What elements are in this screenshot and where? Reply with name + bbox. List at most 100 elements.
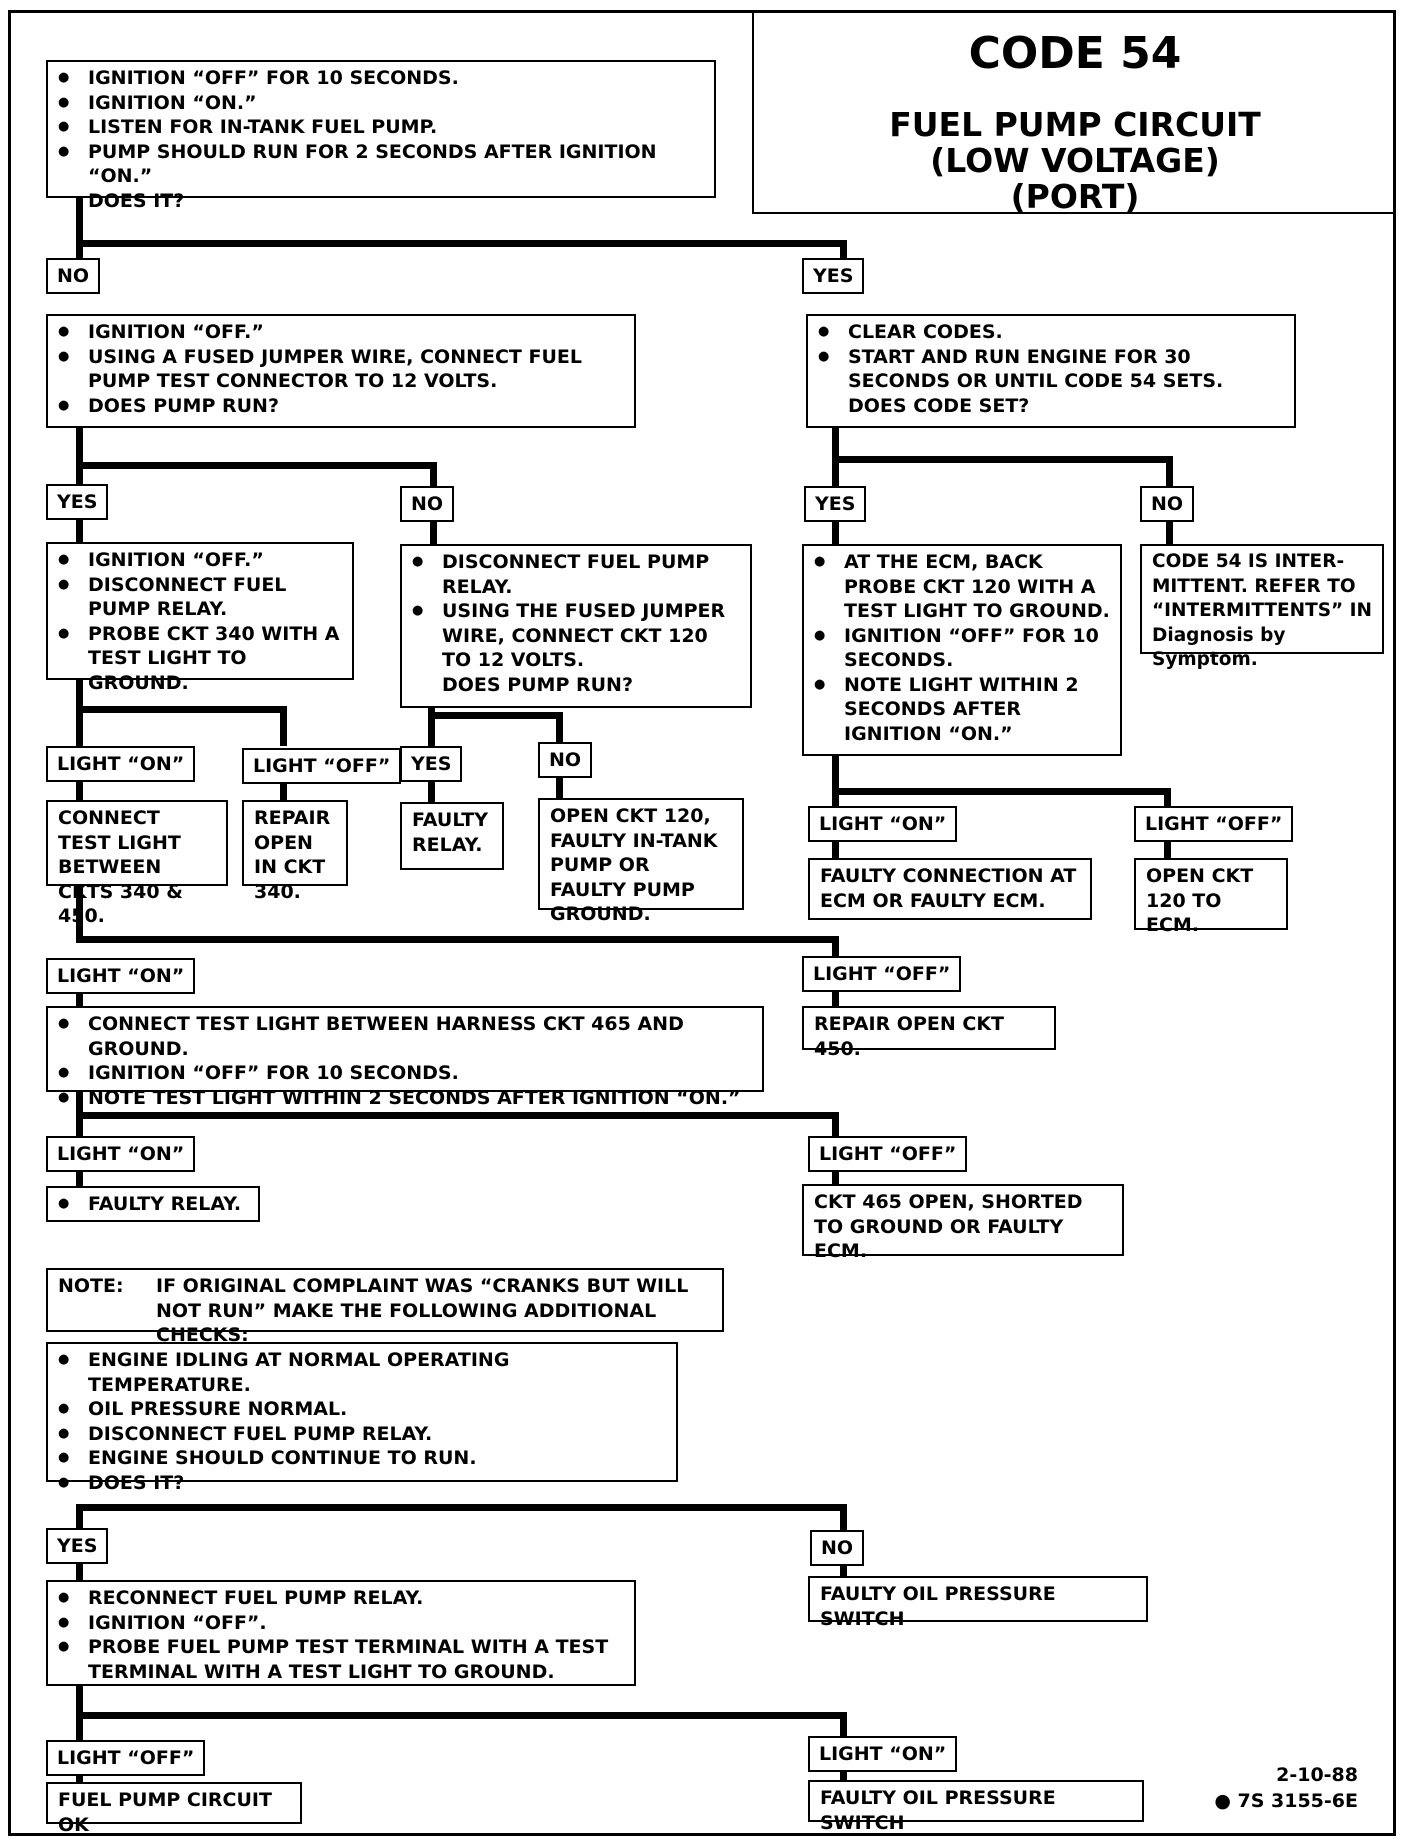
- engine-runs-no-label: NO: [810, 1530, 865, 1566]
- connector-line: [832, 988, 839, 1008]
- code-sets-no-label: NO: [1140, 486, 1195, 522]
- step-item: IGNITION “OFF” FOR 10 SECONDS.: [58, 66, 704, 91]
- note-text: IF ORIGINAL COMPLAINT WAS “CRANKS BUT WI…: [156, 1275, 689, 1346]
- connector-line: [76, 1112, 838, 1119]
- page-border: [8, 10, 1396, 1836]
- step-question: DOES PUMP RUN?: [442, 673, 633, 696]
- start-step-box: IGNITION “OFF” FOR 10 SECONDS. IGNITION …: [46, 60, 716, 212]
- step-item: CLEAR CODES.: [818, 320, 1284, 345]
- step-item: USING A FUSED JUMPER WIRE, CONNECT FUEL …: [58, 345, 624, 394]
- final-light-off-label: LIGHT “OFF”: [46, 1740, 206, 1776]
- ckt450-light-on-label: LIGHT “ON”: [46, 958, 196, 994]
- repair-ckt450-result: REPAIR OPEN CKT 450.: [802, 1006, 1056, 1060]
- step-item: CONNECT TEST LIGHT BETWEEN HARNESS CKT 4…: [58, 1012, 752, 1061]
- connector-line: [76, 428, 83, 484]
- connector-line: [76, 196, 83, 278]
- connector-line: [428, 780, 435, 802]
- connector-line: [76, 240, 846, 247]
- connector-line: [280, 780, 287, 800]
- connector-line: [1164, 842, 1171, 858]
- step-question: DOES IT?: [88, 189, 185, 212]
- step-item: AT THE ECM, BACK PROBE CKT 120 WITH A TE…: [814, 550, 1110, 624]
- connector-line: [832, 936, 839, 958]
- connector-line: [76, 1772, 83, 1784]
- note-heading: NOTE:: [58, 1275, 124, 1297]
- ckt450-light-off-label: LIGHT “OFF”: [802, 956, 962, 992]
- step-item: NOTE TEST LIGHT WITHIN 2 SECONDS AFTER I…: [58, 1086, 752, 1111]
- connector-line: [430, 462, 437, 486]
- step-item: PROBE FUEL PUMP TEST TERMINAL WITH A TES…: [58, 1635, 624, 1684]
- step-item: DOES IT?: [58, 1471, 666, 1496]
- step-item: RECONNECT FUEL PUMP RELAY.: [58, 1586, 624, 1611]
- code-sets-yes-label: YES: [804, 486, 867, 522]
- connector-line: [76, 936, 838, 943]
- fuel-pump-ok-result: FUEL PUMP CIRCUIT OK: [46, 1782, 302, 1836]
- repair-ckt340-result: REPAIR OPEN IN CKT 340.: [242, 800, 348, 903]
- connector-line: [76, 780, 83, 800]
- connector-line: [76, 988, 83, 1008]
- title-line-2: (LOW VOLTAGE): [930, 141, 1220, 180]
- clear-codes-box: CLEAR CODES. START AND RUN ENGINE FOR 30…: [806, 314, 1296, 428]
- step-question: DOES CODE SET?: [848, 394, 1030, 417]
- final-light-on-label: LIGHT “ON”: [808, 1736, 958, 1772]
- connector-line: [430, 514, 437, 544]
- connector-line: [1166, 456, 1173, 486]
- step-item: LISTEN FOR IN-TANK FUEL PUMP.: [58, 115, 704, 140]
- step-item: IGNITION “OFF” FOR 10 SECONDS.: [58, 1061, 752, 1086]
- step-item: OIL PRESSURE NORMAL.: [58, 1397, 666, 1422]
- pump-runs-yes-label: YES: [46, 484, 109, 520]
- relay-no-label: NO: [538, 742, 593, 778]
- ecm-light-off-label: LIGHT “OFF”: [1134, 806, 1294, 842]
- intermittent-result-box: CODE 54 IS INTER- MITTENT. REFER TO “INT…: [1140, 544, 1384, 670]
- yes-branch-label: YES: [802, 258, 865, 294]
- faulty-oil-switch-result-1: FAULTY OIL PRESSURE SWITCH: [808, 1576, 1148, 1630]
- footer-code: ● 7S 3155-6E: [1214, 1790, 1358, 1812]
- jumper-ckt120-box: DISCONNECT FUEL PUMP RELAY. USING THE FU…: [400, 544, 752, 708]
- connector-line: [428, 712, 562, 719]
- connector-line: [840, 1768, 847, 1782]
- step-item: PROBE CKT 340 WITH A TEST LIGHT TO GROUN…: [58, 622, 342, 696]
- pump-test-box: IGNITION “OFF.” USING A FUSED JUMPER WIR…: [46, 314, 636, 428]
- connector-line: [280, 706, 287, 746]
- step-item: FAULTY RELAY.: [58, 1192, 248, 1217]
- connector-line: [1166, 516, 1173, 546]
- reconnect-relay-box: RECONNECT FUEL PUMP RELAY. IGNITION “OFF…: [46, 1580, 636, 1686]
- step-item: ENGINE IDLING AT NORMAL OPERATING TEMPER…: [58, 1348, 666, 1397]
- connector-line: [832, 756, 839, 806]
- connect-test-light-result: CONNECT TEST LIGHT BETWEEN CKTS 340 & 45…: [46, 800, 228, 927]
- note-box: NOTE: IF ORIGINAL COMPLAINT WAS “CRANKS …: [46, 1268, 724, 1346]
- step-item: DISCONNECT FUEL PUMP RELAY.: [58, 573, 342, 622]
- step-item: IGNITION “ON.”: [58, 91, 704, 116]
- no-branch-label: NO: [46, 258, 101, 294]
- footer-date: 2-10-88: [1276, 1764, 1358, 1786]
- step-item: IGNITION “OFF.”: [58, 320, 624, 345]
- ecm-light-on-label: LIGHT “ON”: [808, 806, 958, 842]
- connector-line: [76, 514, 83, 544]
- step-item: PUMP SHOULD RUN FOR 2 SECONDS AFTER IGNI…: [58, 140, 704, 189]
- step-item: DISCONNECT FUEL PUMP RELAY.: [58, 1422, 666, 1447]
- connector-line: [832, 456, 1172, 463]
- step-item: DISCONNECT FUEL PUMP RELAY.: [412, 550, 740, 599]
- connector-line: [76, 462, 436, 469]
- footer-info: 2-10-88 ● 7S 3155-6E: [1214, 1762, 1358, 1814]
- code-title: CODE 54: [968, 28, 1182, 79]
- connector-line: [556, 778, 563, 802]
- probe-ckt340-box: IGNITION “OFF.” DISCONNECT FUEL PUMP REL…: [46, 542, 354, 694]
- ckt465-light-off-label: LIGHT “OFF”: [808, 1136, 968, 1172]
- open-ckt120-result: OPEN CKT 120, FAULTY IN-TANK PUMP OR FAU…: [538, 798, 744, 925]
- step-item: ENGINE SHOULD CONTINUE TO RUN.: [58, 1446, 666, 1471]
- title-block: CODE 54 FUEL PUMP CIRCUIT (LOW VOLTAGE) …: [752, 10, 1396, 216]
- connector-line: [840, 1712, 847, 1738]
- connector-line: [832, 842, 839, 858]
- faulty-relay-box: FAULTY RELAY.: [46, 1186, 260, 1222]
- ckt340-light-off-label: LIGHT “OFF”: [242, 748, 402, 784]
- connector-line: [832, 516, 839, 546]
- pump-runs-no-label: NO: [400, 486, 455, 522]
- connector-line: [428, 706, 435, 746]
- connector-line: [76, 706, 286, 713]
- connector-line: [556, 712, 563, 742]
- connector-line: [76, 1168, 83, 1188]
- connector-line: [1164, 788, 1171, 806]
- connector-line: [76, 1504, 83, 1530]
